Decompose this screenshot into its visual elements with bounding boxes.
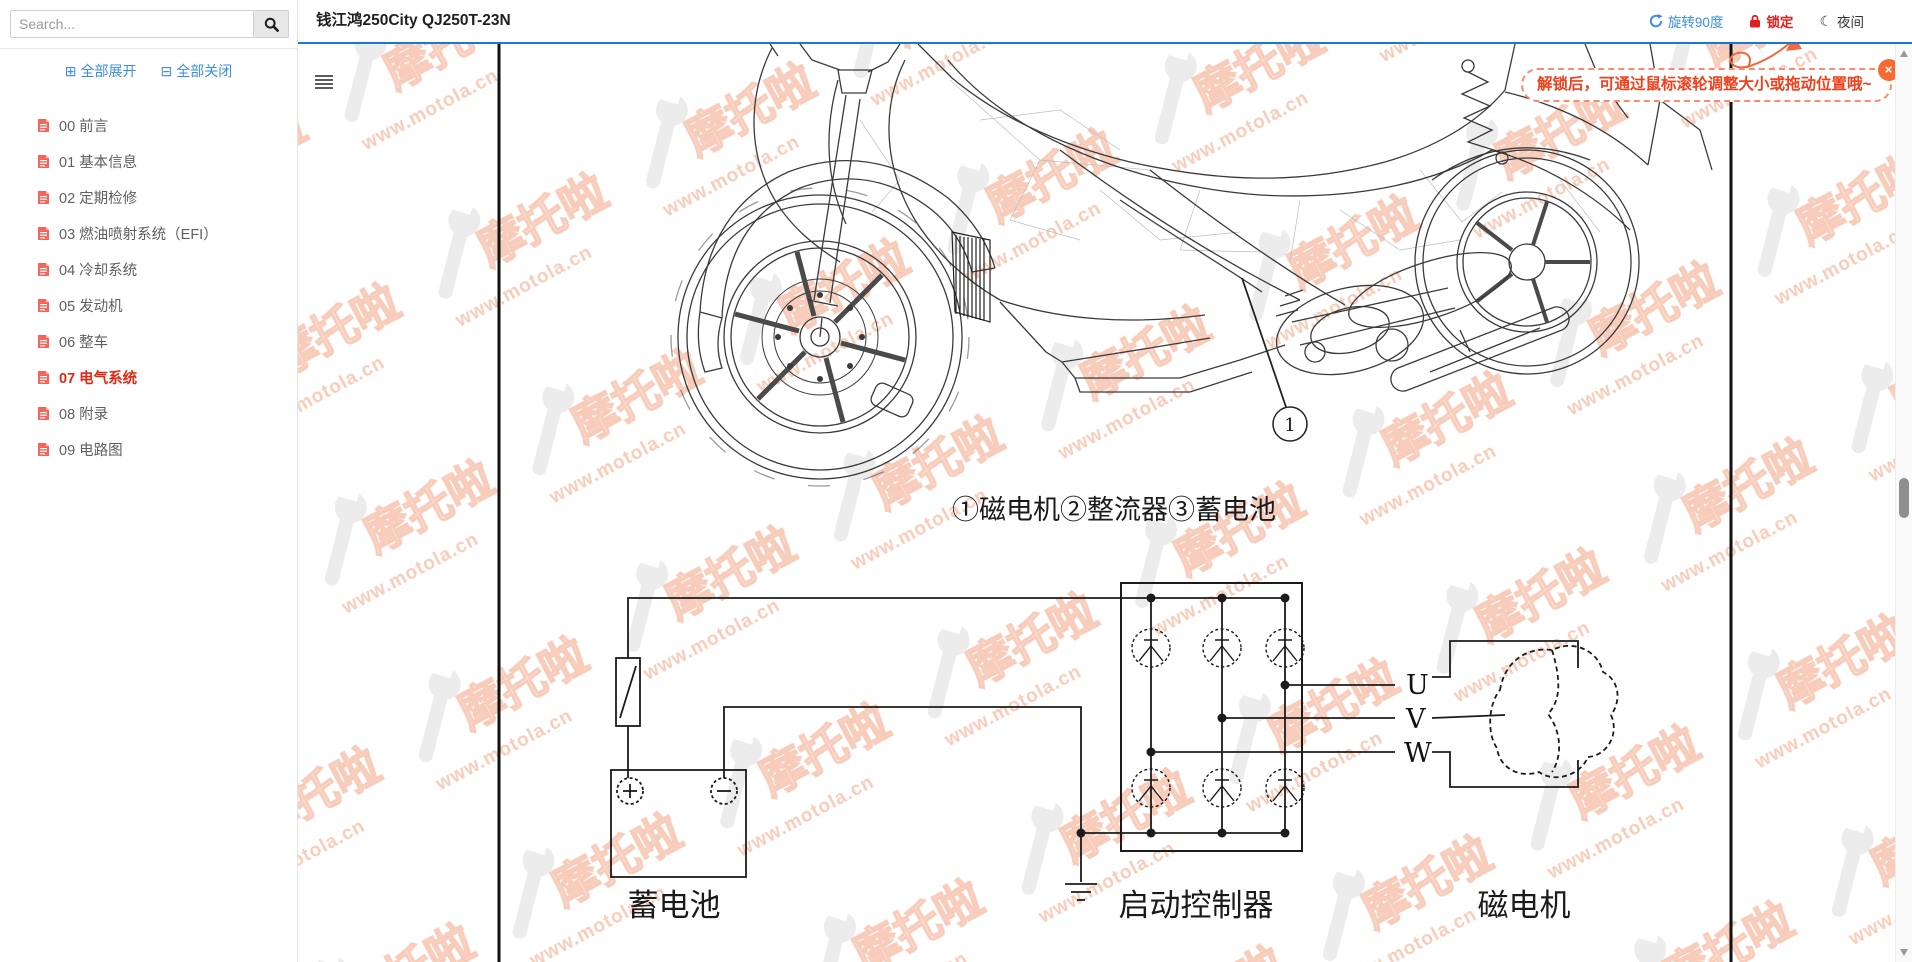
rotate-icon [1649,14,1663,28]
battery-label: 蓄电池 [628,888,721,924]
chapter-list: 00 前言 01 基本信息 02 定期检修 03 燃油喷射系统（EFI） 04 … [0,93,297,467]
search-icon [264,17,279,32]
rear-wheel [1348,147,1640,375]
figure-caption: ①磁电机②整流器③蓄电池 [952,495,1276,526]
ground-symbol [1065,833,1097,901]
phase-v-label: V [1405,704,1426,735]
page-title: 钱江鸿250City QJ250T-23N [316,12,511,29]
circuit-diagram: U V W [610,582,1619,901]
sidebar: ⊞全部展开 ⊟全部关闭 00 前言 01 基本信息 02 定期检修 03 燃油喷… [0,0,298,962]
document-icon [38,262,49,276]
night-mode-button[interactable]: ☾ 夜间 [1819,13,1864,30]
phase-w-label: W [1404,738,1432,769]
motorcycle-illustration: 1 [670,44,1713,487]
tree-controls: ⊞全部展开 ⊟全部关闭 [0,49,297,93]
close-icon: × [1884,62,1893,77]
document-icon [38,190,49,204]
rear-shock [1460,59,1509,165]
lock-button[interactable]: 锁定 [1749,11,1793,31]
muffler [1390,306,1570,392]
document-icon [38,370,49,384]
search-button[interactable] [253,10,289,38]
sidebar-item-00[interactable]: 00 前言 [0,107,297,143]
search-input[interactable] [10,10,253,38]
callout-1: 1 [1241,277,1308,442]
expand-all-label: 全部展开 [80,63,137,79]
menu-icon [315,75,333,78]
document-icon [38,154,49,168]
watermark-layer: 摩托啦 www.motola.cn [298,44,1912,962]
sidebar-item-02[interactable]: 02 定期检修 [0,179,297,215]
magneto-symbol [1431,640,1619,788]
document-icon [38,406,49,420]
document-icon [38,298,49,312]
document-icon [38,118,49,132]
bodywork [753,44,1713,393]
wireframe-mesh [859,79,1601,263]
vertical-scrollbar[interactable] [1895,44,1912,962]
document-page: 1 ①磁电机②整流器③蓄电池 [497,44,1802,962]
radiator-grille [951,231,991,323]
moon-icon: ☾ [1819,13,1832,29]
front-fork [807,69,873,338]
collapse-all-icon: ⊟ [160,63,173,79]
phase-u-label: U [1406,670,1429,701]
scroll-down-arrow[interactable] [1900,949,1908,956]
unlock-hint-tooltip: 解锁后，可通过鼠标滚轮调整大小或拖动位置哦~ × [1521,59,1900,102]
rotate-90-button[interactable]: 旋转90度 [1649,11,1723,31]
document-icon [38,334,49,348]
fuse-symbol [615,657,641,727]
document-icon [38,226,49,240]
header: 钱江鸿250City QJ250T-23N 旋转90度 锁定 ☾ 夜间 [298,0,1912,44]
controller-label: 启动控制器 [1119,888,1274,924]
sidebar-item-07-active[interactable]: 07 电气系统 [0,359,297,395]
sidebar-item-01[interactable]: 01 基本信息 [0,143,297,179]
scroll-up-arrow[interactable] [1900,50,1908,57]
engine [1119,199,1456,376]
sidebar-item-03[interactable]: 03 燃油喷射系统（EFI） [0,215,297,251]
sidebar-item-08[interactable]: 08 附录 [0,395,297,431]
magneto-label: 磁电机 [1478,888,1571,924]
page-borders [497,44,1733,962]
document-viewport[interactable]: 摩托啦 www.motola.cn [298,44,1912,962]
lock-icon [1750,14,1761,28]
sidebar-item-05[interactable]: 05 发动机 [0,287,297,323]
rectifier-bridge [1076,582,1395,852]
expand-all-icon: ⊞ [64,63,77,79]
battery-symbol [610,769,747,878]
tooltip-text: 解锁后，可通过鼠标滚轮调整大小或拖动位置哦~ [1537,76,1872,93]
tooltip-close-button[interactable]: × [1877,59,1900,81]
header-actions: 旋转90度 锁定 ☾ 夜间 [1649,0,1864,42]
menu-toggle-button[interactable] [315,75,333,89]
sidebar-item-09[interactable]: 09 电路图 [0,431,297,467]
collapse-all-label: 全部关闭 [176,63,233,79]
sidebar-item-04[interactable]: 04 冷却系统 [0,251,297,287]
expand-all-link[interactable]: ⊞全部展开 [65,61,137,81]
document-icon [38,442,49,456]
svg-text:1: 1 [1284,415,1295,436]
scrollbar-thumb[interactable] [1899,478,1909,518]
collapse-all-link[interactable]: ⊟全部关闭 [161,61,233,81]
sidebar-item-06[interactable]: 06 整车 [0,323,297,359]
front-wheel [670,187,970,487]
search-bar [0,0,297,48]
sidebar-divider [0,48,297,49]
